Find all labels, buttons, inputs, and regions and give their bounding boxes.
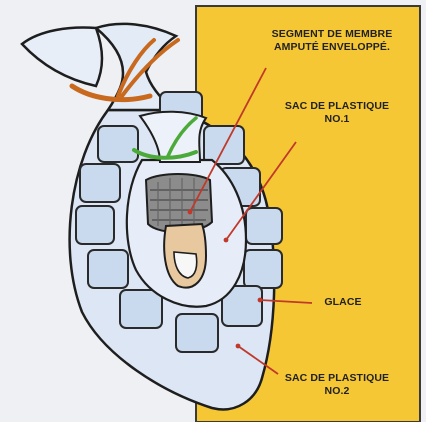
label-plastic-bag-2-line2: NO.2 <box>262 385 412 398</box>
label-plastic-bag-1-line2: NO.1 <box>262 113 412 126</box>
label-plastic-bag-1: SAC DE PLASTIQUE NO.1 <box>262 100 412 126</box>
label-ice-line1: GLACE <box>308 296 378 309</box>
label-plastic-bag-1-line1: SAC DE PLASTIQUE <box>262 100 412 113</box>
label-amputated-segment-line2: AMPUTÉ ENVELOPPÉ. <box>244 41 420 54</box>
label-plastic-bag-2: SAC DE PLASTIQUE NO.2 <box>262 372 412 398</box>
label-ice: GLACE <box>308 296 378 309</box>
label-amputated-segment-line1: SEGMENT DE MEMBRE <box>244 28 420 41</box>
label-plastic-bag-2-line1: SAC DE PLASTIQUE <box>262 372 412 385</box>
label-amputated-segment: SEGMENT DE MEMBRE AMPUTÉ ENVELOPPÉ. <box>244 28 420 54</box>
